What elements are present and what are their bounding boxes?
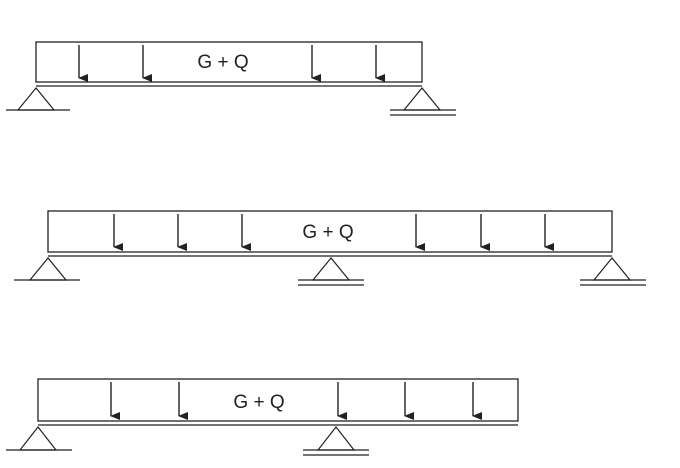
beam-diagram-1: G + Q (6, 41, 456, 116)
pinned-support (14, 257, 80, 281)
pinned-support (6, 87, 70, 111)
load-block (35, 41, 423, 83)
load-block (37, 378, 519, 422)
pinned-support (6, 426, 72, 451)
roller-support (580, 257, 646, 286)
roller-support (390, 87, 456, 116)
load-label: G + Q (233, 392, 284, 413)
beam-diagram-2: G + Q (14, 210, 646, 286)
load-label: G + Q (197, 52, 248, 73)
roller-support (303, 426, 369, 456)
load-arrows (78, 45, 385, 82)
load-arrows (110, 382, 482, 420)
load-label: G + Q (302, 222, 353, 243)
roller-support (298, 257, 364, 286)
load-arrows (113, 214, 554, 251)
beam-diagram-3: G + Q (6, 378, 519, 456)
load-block (47, 210, 613, 253)
